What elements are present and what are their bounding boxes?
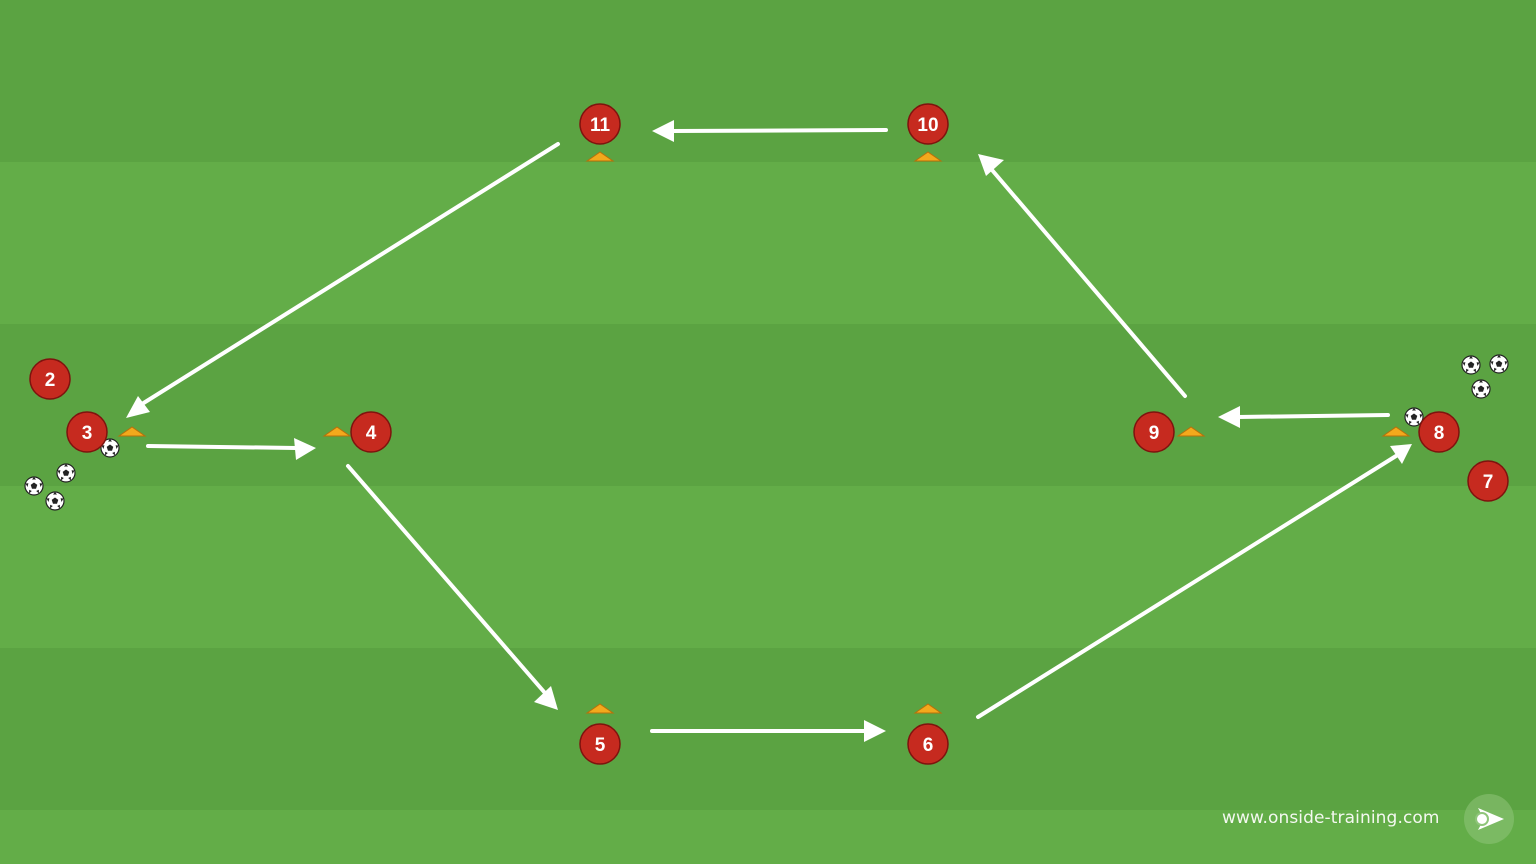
svg-text:9: 9 bbox=[1149, 423, 1160, 444]
football-icon bbox=[45, 491, 65, 511]
player-2: 2 bbox=[29, 358, 71, 400]
arrow-6-to-8 bbox=[976, 444, 1412, 719]
player-4: 4 bbox=[350, 411, 392, 453]
football-icon bbox=[1471, 379, 1491, 399]
player-5: 5 bbox=[579, 723, 621, 765]
player-6: 6 bbox=[907, 723, 949, 765]
arrow-4-to-5 bbox=[346, 464, 558, 710]
player-9: 9 bbox=[1133, 411, 1175, 453]
pass-arrows bbox=[126, 120, 1412, 742]
arrow-11-to-3 bbox=[126, 142, 560, 418]
svg-text:10: 10 bbox=[917, 115, 938, 136]
svg-text:4: 4 bbox=[366, 423, 377, 444]
player-7: 7 bbox=[1467, 460, 1509, 502]
player-3: 3 bbox=[66, 411, 108, 453]
svg-text:6: 6 bbox=[923, 735, 934, 756]
svg-text:2: 2 bbox=[45, 370, 56, 391]
arrow-5-to-6 bbox=[650, 720, 886, 742]
arrow-10-to-11 bbox=[652, 120, 888, 142]
players: 2 3 4 5 6 7 8 bbox=[29, 103, 1509, 765]
football-icon bbox=[1489, 354, 1509, 374]
footer-website-link[interactable]: www.onside-training.com bbox=[1222, 808, 1440, 828]
svg-text:11: 11 bbox=[590, 115, 611, 136]
player-10: 10 bbox=[907, 103, 949, 145]
arrow-8-to-9 bbox=[1218, 406, 1390, 428]
arrow-9-to-10 bbox=[978, 154, 1187, 398]
player-8: 8 bbox=[1418, 411, 1460, 453]
football-icon bbox=[24, 476, 44, 496]
football-icon bbox=[56, 463, 76, 483]
player-11: 11 bbox=[579, 103, 621, 145]
svg-text:8: 8 bbox=[1434, 423, 1445, 444]
svg-text:5: 5 bbox=[595, 735, 606, 756]
svg-text:7: 7 bbox=[1483, 472, 1494, 493]
onside-logo-icon bbox=[1462, 792, 1516, 846]
svg-text:3: 3 bbox=[82, 423, 93, 444]
arrow-3-to-4 bbox=[146, 438, 316, 460]
football-icon bbox=[1461, 355, 1481, 375]
